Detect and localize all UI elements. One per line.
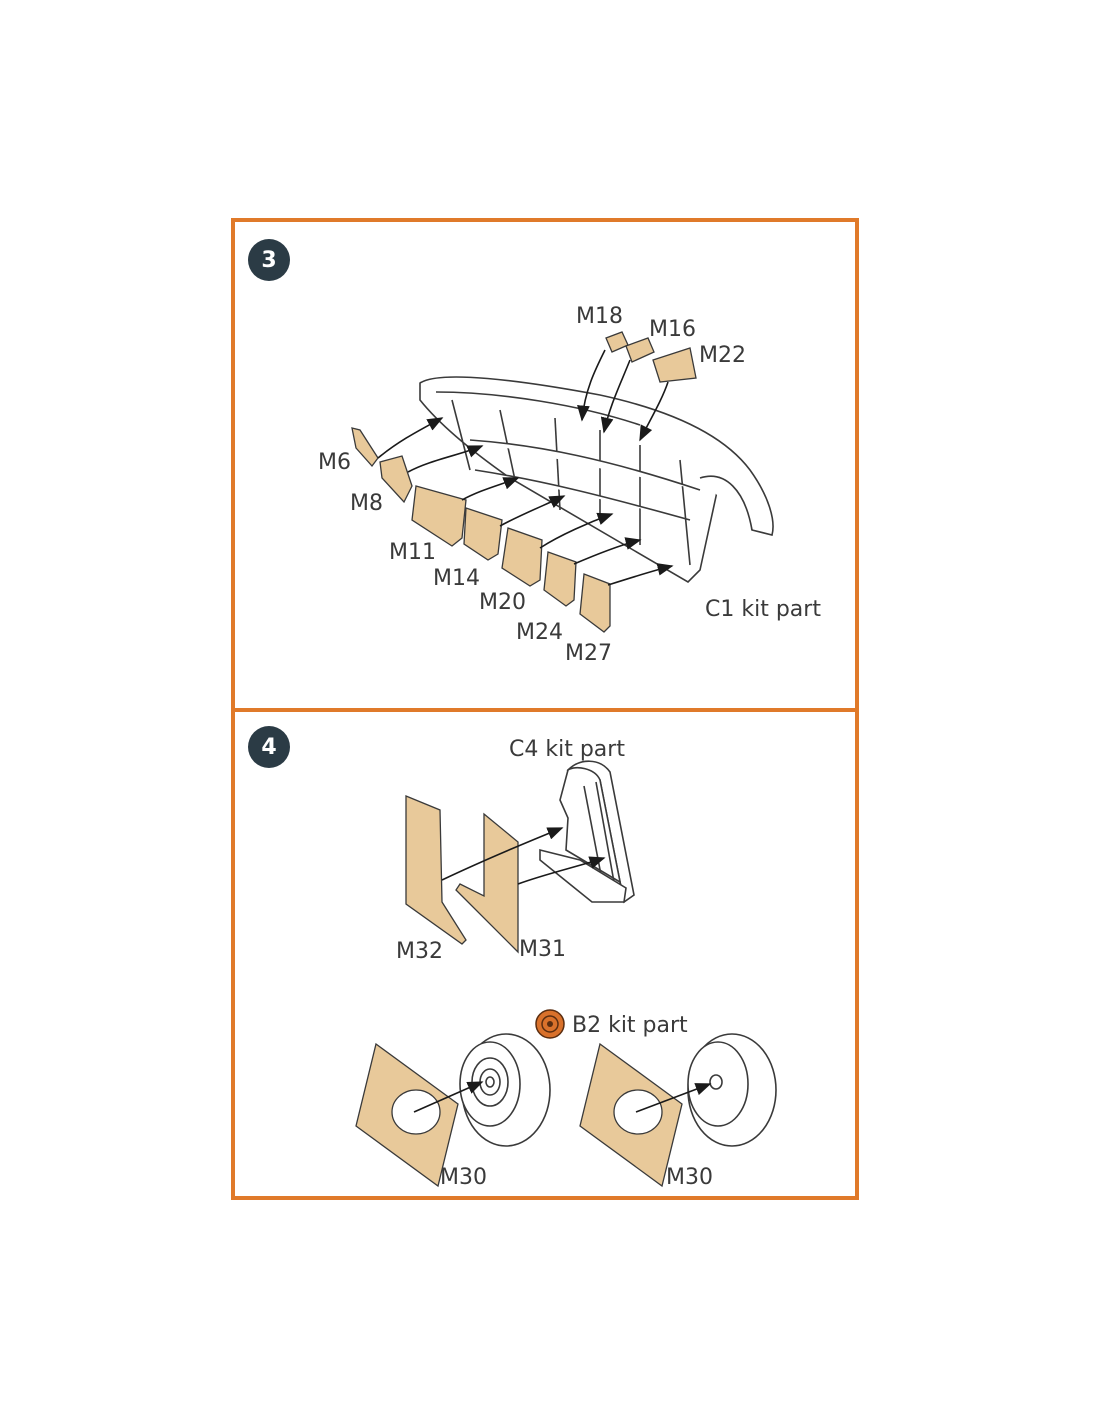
step-4-badge: 4 xyxy=(248,726,290,768)
label-m27: M27 xyxy=(565,641,612,666)
label-b2-kit-part: B2 kit part xyxy=(572,1013,688,1038)
wheel-left xyxy=(459,1033,551,1147)
label-m30-left: M30 xyxy=(440,1165,487,1190)
label-m20: M20 xyxy=(479,590,526,615)
mask-m31 xyxy=(455,812,519,954)
mask-m8 xyxy=(379,455,413,504)
label-m22: M22 xyxy=(699,343,746,368)
mask-m22 xyxy=(652,347,697,383)
wheel-right xyxy=(687,1033,777,1147)
label-m6: M6 xyxy=(318,450,351,475)
label-m30-right: M30 xyxy=(666,1165,713,1190)
label-m16: M16 xyxy=(649,317,696,342)
label-m8: M8 xyxy=(350,491,383,516)
label-m24: M24 xyxy=(516,620,563,645)
mask-m14 xyxy=(463,507,503,561)
label-m18: M18 xyxy=(576,304,623,329)
mask-m32 xyxy=(405,795,467,945)
mask-m16 xyxy=(625,337,655,363)
label-c1-kit-part: C1 kit part xyxy=(705,597,821,622)
c1-canopy-part xyxy=(419,376,774,584)
mask-m24 xyxy=(543,551,577,607)
mask-m6 xyxy=(351,427,379,468)
label-m31: M31 xyxy=(519,937,566,962)
mask-m30-left xyxy=(355,1042,459,1188)
label-m14: M14 xyxy=(433,566,480,591)
mask-m27 xyxy=(579,573,611,633)
label-c4-kit-part: C4 kit part xyxy=(509,737,625,762)
mask-m11 xyxy=(411,485,467,547)
label-m32: M32 xyxy=(396,939,443,964)
mask-m18 xyxy=(605,331,629,353)
step-3-badge: 3 xyxy=(248,239,290,281)
mask-m20 xyxy=(501,527,543,587)
label-m11: M11 xyxy=(389,540,436,565)
b2-part-icon xyxy=(535,1009,565,1039)
